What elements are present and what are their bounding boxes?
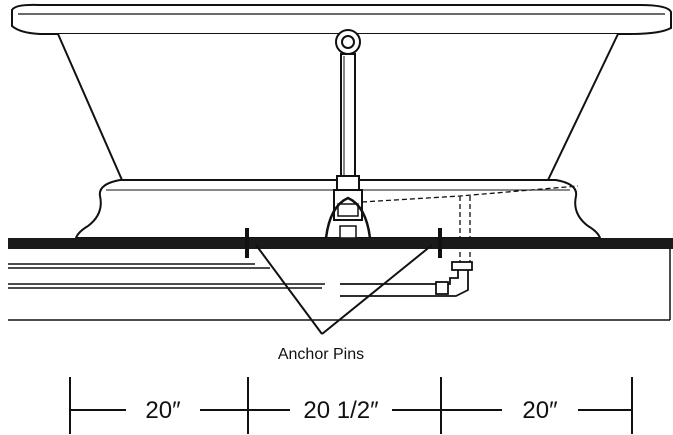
anchor-pin-callout-lines — [255, 244, 433, 335]
tub-rim — [11, 3, 672, 35]
drain-pipe — [340, 261, 473, 297]
anchor-pin-left — [245, 228, 249, 258]
anchor-pins-label: Anchor Pins — [278, 346, 364, 363]
dimension-label-right: 20″ — [522, 397, 558, 424]
dimension-line — [69, 377, 633, 434]
floor-slab — [8, 238, 673, 249]
subfloor — [8, 249, 671, 321]
dimension-label-left: 20″ — [145, 397, 181, 424]
drain-assembly — [324, 29, 372, 239]
tub-body — [57, 33, 619, 239]
anchor-pin-right — [438, 228, 442, 258]
dimension-label-center: 20 1/2″ — [303, 397, 379, 424]
anchor-pins — [245, 228, 442, 258]
dashed-waste-line — [361, 185, 579, 262]
